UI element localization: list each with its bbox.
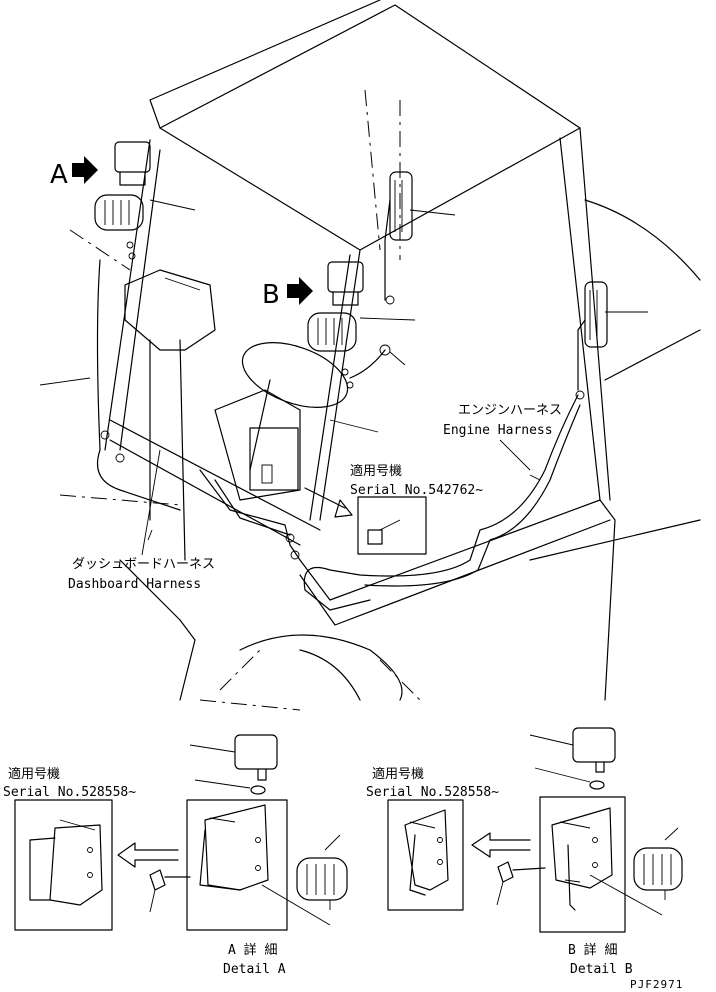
rear-lamp-right <box>577 281 608 391</box>
front-lamp-b <box>307 261 364 352</box>
engine-harness-jp: エンジンハーネス <box>458 403 562 418</box>
engine-harness-en: Engine Harness <box>443 423 553 438</box>
leader-lines <box>39 199 648 556</box>
detail-a-inset <box>14 799 113 931</box>
connectors <box>100 241 585 560</box>
dashboard-harness-line <box>199 469 301 561</box>
switch-callout-box <box>249 427 299 491</box>
detail-a-frame <box>186 799 288 931</box>
engine-harness-line-2 <box>364 404 581 587</box>
serial-a-jp: 適用号機 <box>8 766 60 782</box>
cab-structure <box>59 0 701 711</box>
serial-a-en: Serial No.528558~ <box>3 785 136 800</box>
arrow-a <box>72 156 98 184</box>
drawing-code: PJF2971 <box>630 978 683 991</box>
marker-b: B <box>262 280 280 310</box>
switch-inset-box <box>357 496 427 555</box>
engine-harness-line <box>303 394 579 611</box>
serial-main-jp: 適用号機 <box>350 463 402 479</box>
detail-b-frame <box>539 796 626 933</box>
serial-b-en: Serial No.528558~ <box>366 785 499 800</box>
dashboard-harness-jp: ダッシュボードハーネス <box>72 557 215 572</box>
detail-b-jp: B 詳 細 <box>568 942 617 958</box>
arrow-b <box>287 277 313 305</box>
detail-a-group <box>14 734 348 931</box>
detail-a-en: Detail A <box>223 962 286 977</box>
detail-a-jp: A 詳 細 <box>228 942 277 958</box>
serial-b-jp: 適用号機 <box>372 766 424 782</box>
serial-main-en: Serial No.542762~ <box>350 483 483 498</box>
detail-b-inset <box>387 799 464 911</box>
rear-lamp-upper <box>384 171 413 301</box>
detail-b-en: Detail B <box>570 962 633 977</box>
callout-arrow <box>334 499 353 518</box>
detail-b-group <box>387 727 683 933</box>
marker-a: A <box>50 160 68 190</box>
dashboard-harness-en: Dashboard Harness <box>68 577 201 592</box>
front-lamp-a <box>94 141 151 231</box>
